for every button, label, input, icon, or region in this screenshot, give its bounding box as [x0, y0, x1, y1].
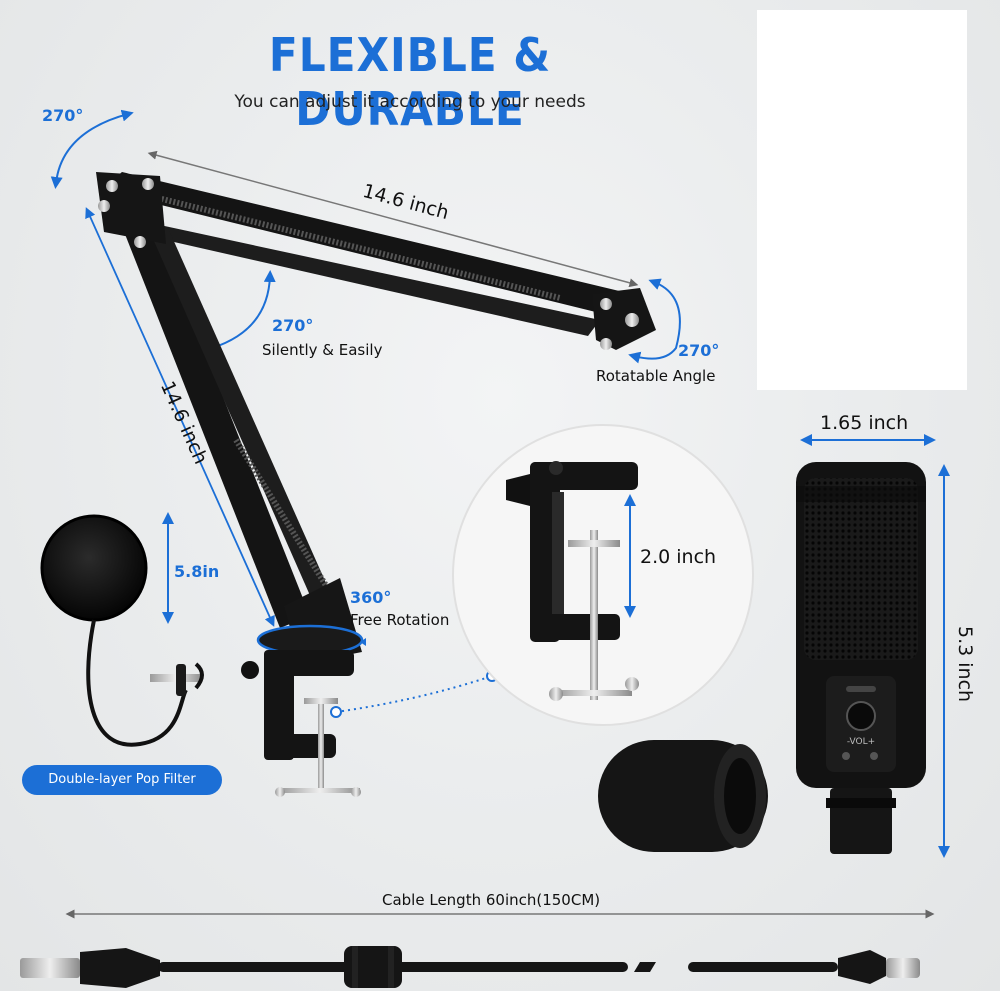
angle-label-mid: 270° — [272, 316, 314, 335]
arm-side-dimension-line — [85, 207, 275, 627]
mic-width-label: 1.65 inch — [820, 412, 909, 434]
rotation-arc-mid — [206, 270, 276, 352]
subheadline: You can adjust it according to your need… — [234, 92, 586, 112]
popfilter-badge: Double-layer Pop Filter — [22, 765, 222, 795]
silently-label: Silently & Easily — [262, 341, 383, 359]
clamp-height-label: 2.0 inch — [640, 546, 717, 568]
rotation-arc-right — [628, 278, 681, 364]
popfilter-size-label: 5.8in — [174, 562, 220, 581]
clamp-detail-circle — [452, 424, 754, 726]
free-rotation-label: Free Rotation — [350, 611, 450, 629]
angle-label-right: 270° — [678, 341, 720, 360]
microphone — [796, 434, 950, 858]
mic-height-label: 5.3 inch — [954, 626, 976, 703]
pop-filter — [40, 512, 204, 747]
boom-arm — [96, 172, 656, 664]
cable-length-label: Cable Length 60inch(150CM) — [382, 891, 601, 909]
rotatable-angle-label: Rotatable Angle — [596, 367, 716, 385]
rotation-arc-top-left — [50, 109, 134, 189]
headline: FLEXIBLE & DURABLE — [268, 28, 552, 136]
vol-label: -VOL+ — [847, 737, 875, 747]
usb-cable — [20, 909, 935, 988]
blank-panel — [757, 10, 967, 390]
angle-label-top-left: 270° — [42, 106, 84, 125]
zoom-connector — [335, 675, 493, 713]
desk-clamp — [241, 650, 361, 797]
rotation-angle-label: 360° — [350, 588, 392, 607]
blank-panel-notch — [757, 280, 787, 390]
foam-windscreen — [598, 740, 768, 852]
arm-top-dimension-line — [147, 150, 639, 288]
